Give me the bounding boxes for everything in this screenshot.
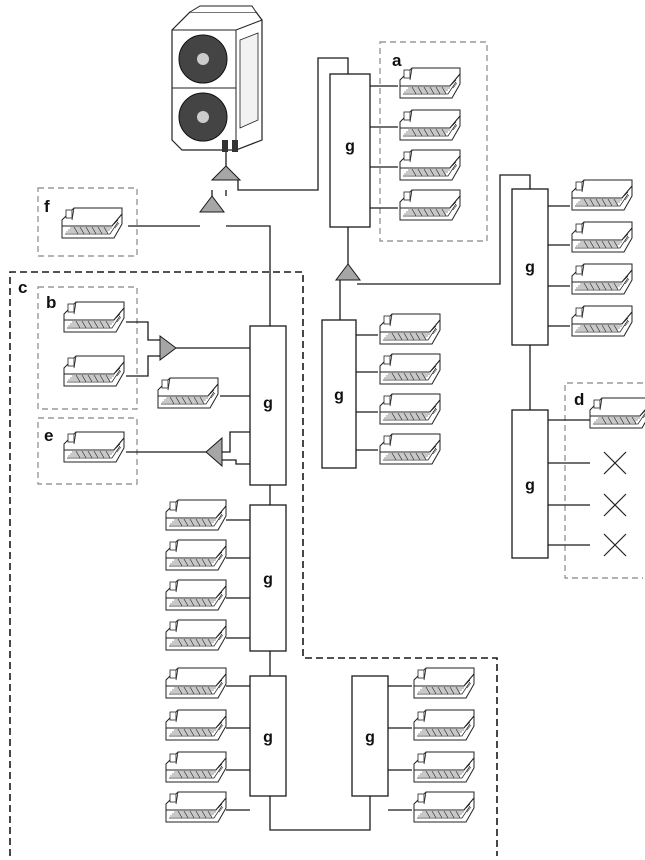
cassette-indoor-unit-icon bbox=[165, 751, 227, 783]
cassette-indoor-unit-icon bbox=[379, 353, 441, 385]
distributor-bottom-left: g bbox=[249, 675, 287, 797]
group-label-f: f bbox=[44, 197, 50, 216]
group-label-c: c bbox=[18, 278, 27, 297]
distributor-middle: g bbox=[321, 319, 357, 469]
cassette-indoor-unit-icon bbox=[413, 667, 475, 699]
distributor-label: g bbox=[365, 729, 375, 746]
cassette-indoor-unit-icon bbox=[165, 667, 227, 699]
distributor-left-2: g bbox=[249, 504, 287, 652]
cassette-indoor-unit-icon bbox=[165, 791, 227, 823]
cassette-indoor-unit-icon bbox=[571, 263, 633, 295]
cassette-indoor-unit-icon bbox=[413, 709, 475, 741]
distributor-group-d: g bbox=[511, 409, 549, 559]
refnet-joint-icon bbox=[210, 165, 242, 181]
outdoor-unit-icon bbox=[171, 5, 263, 152]
cassette-indoor-unit-icon bbox=[399, 109, 461, 141]
cassette-indoor-unit-icon bbox=[165, 579, 227, 611]
piping-lines bbox=[126, 57, 590, 831]
cassette-indoor-unit-icon bbox=[165, 619, 227, 651]
cross-icon bbox=[603, 493, 627, 517]
cassette-indoor-unit-icon bbox=[379, 313, 441, 345]
cassette-indoor-unit-icon bbox=[571, 305, 633, 337]
cassette-indoor-unit-icon bbox=[379, 433, 441, 465]
cassette-indoor-unit-icon bbox=[571, 221, 633, 253]
group-label-b: b bbox=[46, 293, 56, 312]
cassette-indoor-unit-icon bbox=[379, 393, 441, 425]
cassette-indoor-unit-icon bbox=[165, 539, 227, 571]
cassette-indoor-unit-icon bbox=[61, 207, 123, 239]
group-a-outline bbox=[379, 41, 488, 242]
group-c-outline bbox=[9, 271, 498, 856]
distributor-label: g bbox=[263, 571, 273, 588]
cassette-indoor-unit-icon bbox=[165, 709, 227, 741]
distributor-label: g bbox=[263, 395, 273, 412]
refnet-joint-icon bbox=[205, 436, 223, 468]
distributor-upper-right: g bbox=[511, 188, 549, 346]
distributor-label: g bbox=[345, 138, 355, 155]
cassette-indoor-unit-icon bbox=[63, 431, 125, 463]
group-f-outline bbox=[37, 187, 138, 257]
group-label-a: a bbox=[392, 51, 402, 70]
distributor-label: g bbox=[525, 477, 535, 494]
distributor-label: g bbox=[334, 387, 344, 404]
distributor-upper-center: g bbox=[329, 73, 371, 228]
cassette-indoor-unit-icon bbox=[63, 355, 125, 387]
refnet-joint-icon bbox=[199, 195, 225, 213]
refnet-joint-icon bbox=[335, 263, 361, 281]
group-label-d: d bbox=[574, 390, 584, 409]
refnet-joint-icon bbox=[159, 335, 177, 361]
cassette-indoor-unit-icon bbox=[399, 149, 461, 181]
cassette-indoor-unit-icon bbox=[399, 67, 461, 99]
distributor-label: g bbox=[525, 259, 535, 276]
cassette-indoor-unit-icon bbox=[165, 499, 227, 531]
distributor-bottom-right: g bbox=[351, 675, 389, 797]
cassette-indoor-unit-icon bbox=[413, 751, 475, 783]
distributor-label: g bbox=[263, 729, 273, 746]
group-e-outline bbox=[37, 417, 138, 485]
cross-icon bbox=[603, 533, 627, 557]
group-label-e: e bbox=[44, 426, 53, 445]
cassette-indoor-unit-icon bbox=[157, 377, 219, 409]
group-b-outline bbox=[37, 286, 138, 410]
cassette-indoor-unit-icon bbox=[399, 189, 461, 221]
group-d-outline bbox=[564, 382, 643, 579]
cassette-indoor-unit-icon bbox=[589, 397, 645, 429]
distributor-left-1: g bbox=[249, 325, 287, 486]
cross-icon bbox=[603, 451, 627, 475]
cassette-indoor-unit-icon bbox=[63, 301, 125, 333]
cassette-indoor-unit-icon bbox=[571, 179, 633, 211]
cassette-indoor-unit-icon bbox=[413, 791, 475, 823]
